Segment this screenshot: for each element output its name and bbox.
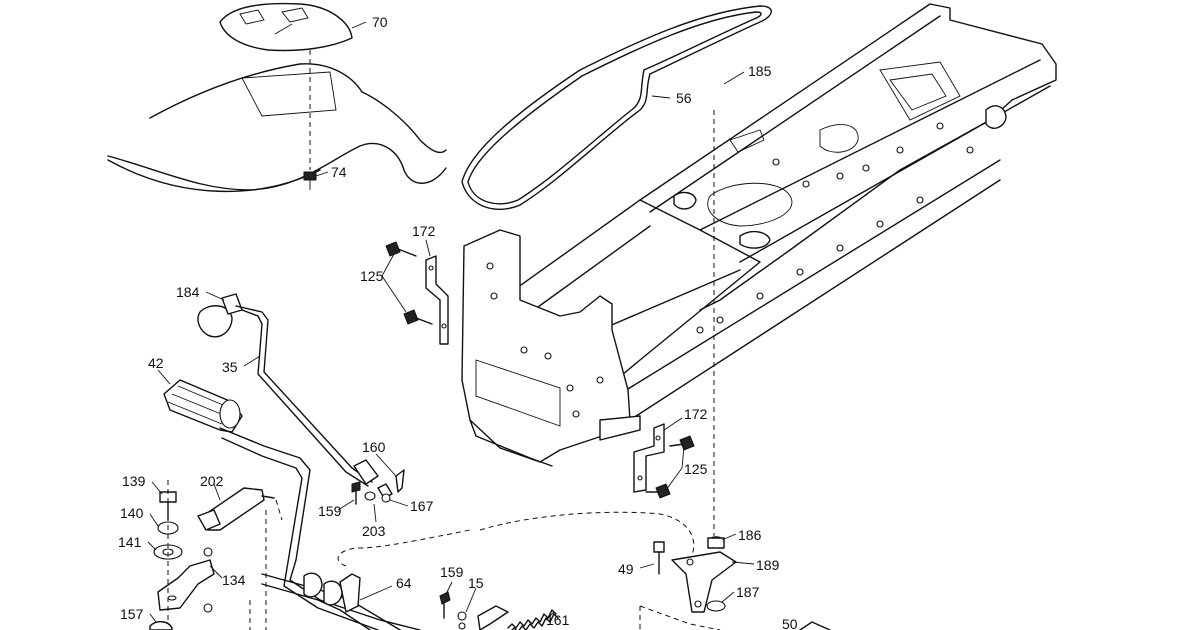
label-187: 187 [736, 584, 760, 600]
part-number-labels: 70 74 56 185 172 125 184 35 42 160 159 1… [118, 14, 798, 630]
drive-belt [461, 5, 772, 210]
label-42: 42 [148, 355, 164, 371]
label-202: 202 [200, 473, 224, 489]
label-139: 139 [122, 473, 146, 489]
label-70: 70 [372, 14, 388, 30]
pedal-pivot-hardware [149, 480, 215, 630]
label-172-lower: 172 [684, 406, 708, 422]
linkage-hardware [351, 469, 405, 505]
spring-hardware [439, 511, 695, 630]
label-159-upper: 159 [318, 503, 342, 519]
label-159-lower: 159 [440, 564, 464, 580]
label-134: 134 [222, 572, 246, 588]
label-203: 203 [362, 523, 386, 539]
idler-bracket-hardware [639, 536, 831, 630]
label-141: 141 [118, 534, 142, 550]
bracket-172-upper [385, 241, 449, 345]
label-172-upper: 172 [412, 223, 436, 239]
label-74: 74 [331, 164, 347, 180]
label-185: 185 [748, 63, 772, 79]
label-15: 15 [468, 575, 484, 591]
label-50: 50 [782, 616, 798, 630]
lever-202 [197, 487, 283, 531]
label-160: 160 [362, 439, 386, 455]
label-64: 64 [396, 575, 412, 591]
label-161: 161 [546, 612, 570, 628]
pedal-pad [163, 379, 243, 433]
main-frame [461, 3, 1057, 536]
label-189: 189 [756, 557, 780, 573]
label-186: 186 [738, 527, 762, 543]
label-125-lower: 125 [684, 461, 708, 477]
label-56: 56 [676, 90, 692, 106]
label-184: 184 [176, 284, 200, 300]
label-140: 140 [120, 505, 144, 521]
knob-and-rod [197, 293, 379, 487]
label-167: 167 [410, 498, 434, 514]
leader-lines [147, 21, 755, 623]
pedal-arm-shaft [219, 427, 471, 630]
fender-assembly [107, 2, 447, 193]
label-125-upper: 125 [360, 268, 384, 284]
label-35: 35 [222, 359, 238, 375]
label-49: 49 [618, 561, 634, 577]
label-157: 157 [120, 606, 144, 622]
bracket-172-lower [633, 423, 695, 499]
